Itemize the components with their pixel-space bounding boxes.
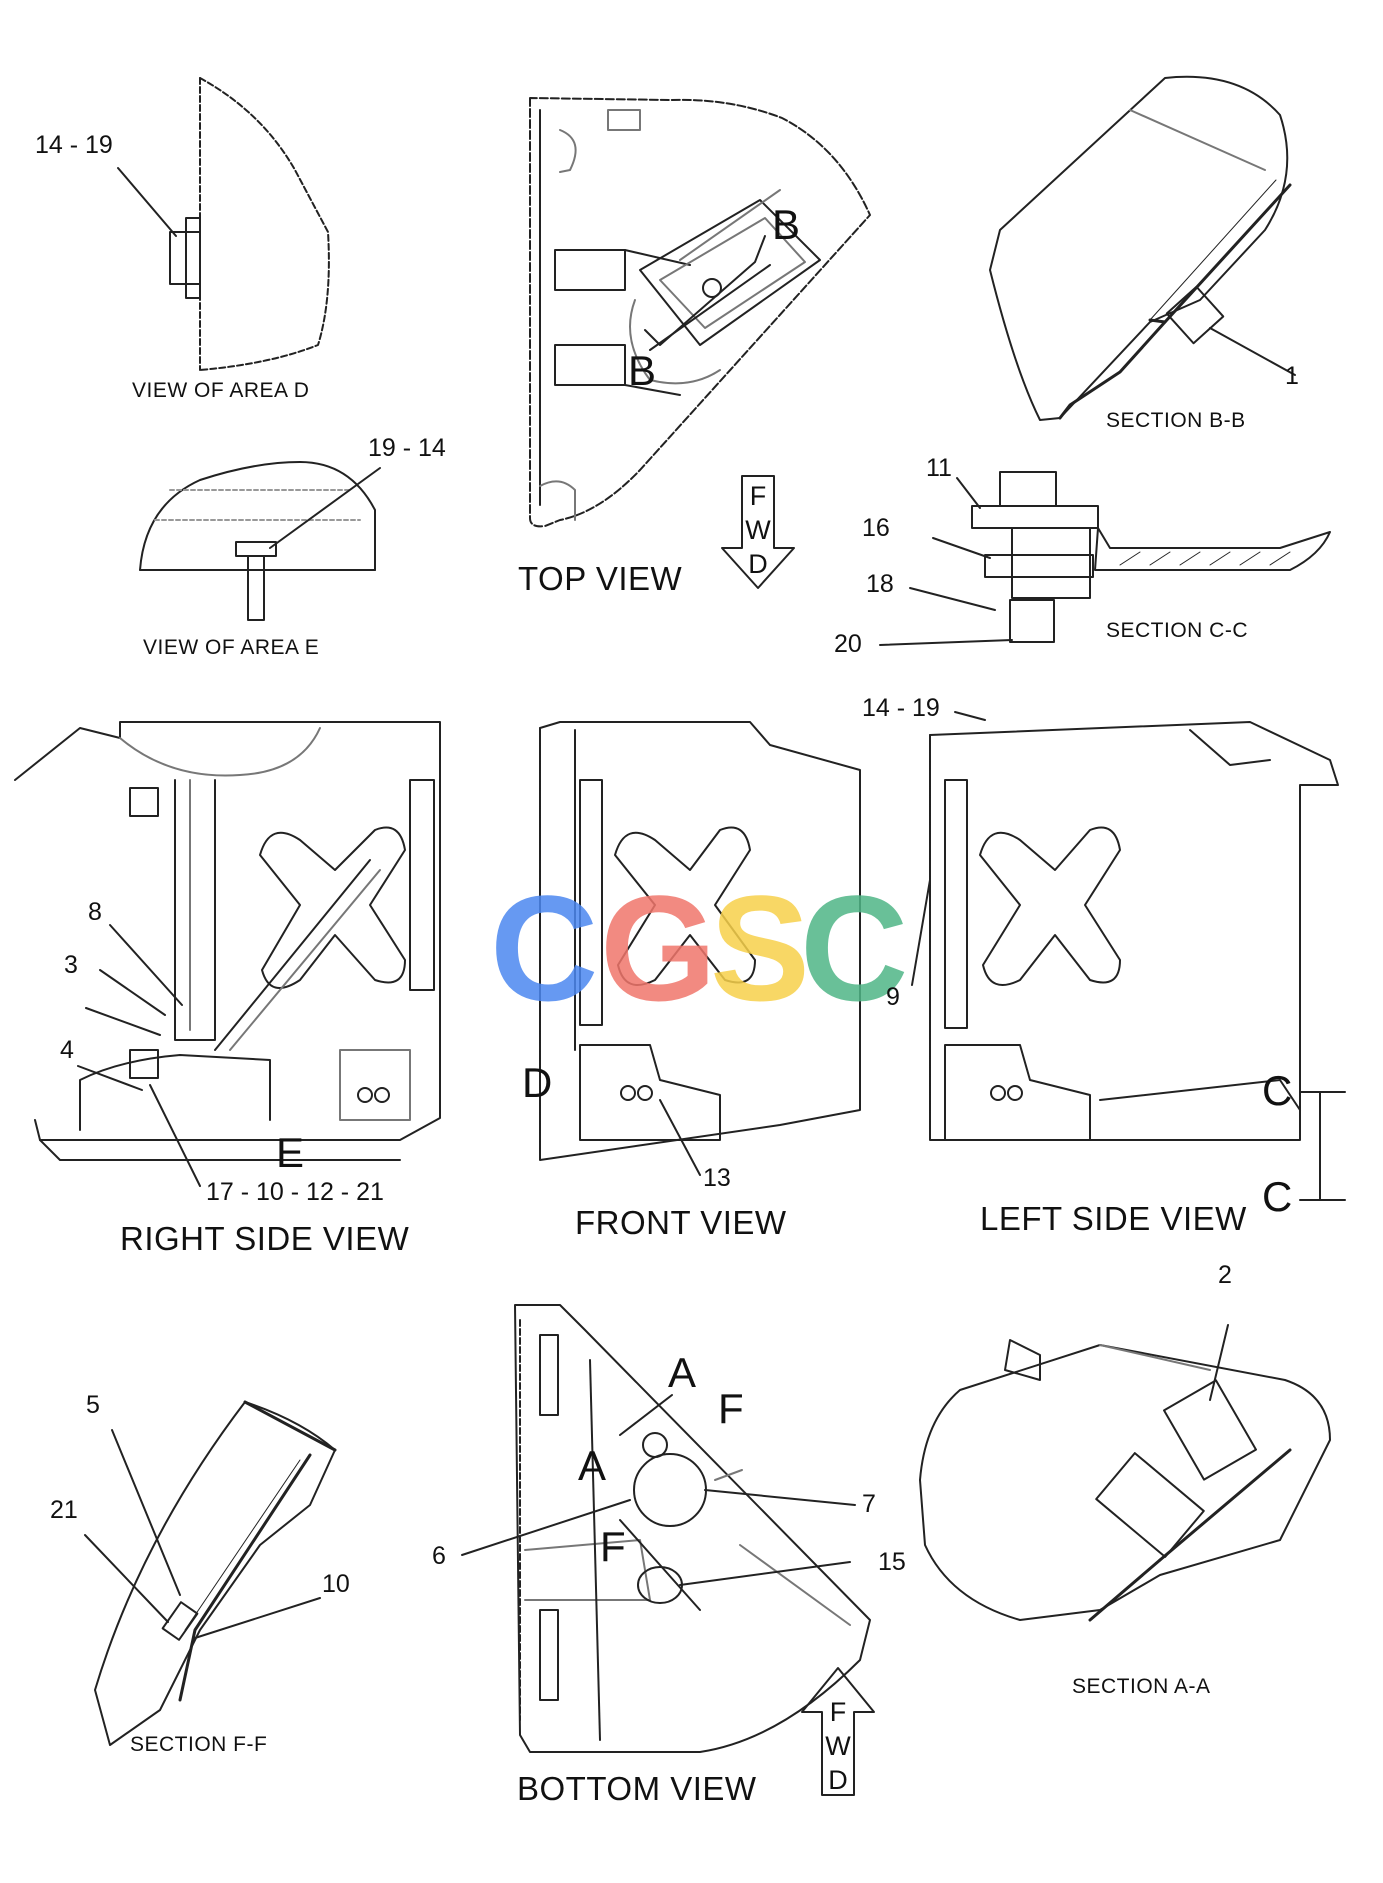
watermark-letter: S [710, 864, 810, 1032]
caption-section-ff: SECTION F-F [130, 1733, 268, 1756]
caption-bottom-view: BOTTOM VIEW [517, 1770, 757, 1807]
callout-10: 10 [322, 1570, 350, 1598]
fwd-letter: D [748, 549, 768, 579]
callout-15: 15 [878, 1548, 906, 1576]
callout-18: 18 [866, 570, 894, 598]
fwd-arrow-top [721, 475, 795, 589]
section-bb-drawing [989, 75, 1296, 421]
section-mark-f-lower: F [600, 1523, 626, 1570]
fwd-letter: W [825, 1731, 851, 1761]
caption-left-side-view: LEFT SIDE VIEW [980, 1200, 1247, 1237]
section-mark-a-lower: A [578, 1442, 607, 1489]
section-mark-b-lower: B [628, 347, 657, 394]
area-mark-d: D [522, 1059, 553, 1106]
watermark-letter: G [600, 864, 717, 1032]
callout-11: 11 [926, 454, 952, 482]
section-mark-f-upper: F [718, 1385, 744, 1432]
watermark: C G S C [490, 864, 908, 1032]
watermark-letter: C [800, 864, 908, 1032]
section-mark-c-upper: C [1262, 1067, 1293, 1114]
caption-right-side-view: RIGHT SIDE VIEW [120, 1220, 410, 1257]
callout-20: 20 [834, 630, 862, 658]
section-cc-drawing [879, 471, 1331, 646]
callout-13: 13 [703, 1164, 731, 1192]
callout-21: 21 [50, 1496, 78, 1524]
fwd-letter: W [745, 515, 771, 545]
caption-view-area-d: VIEW OF AREA D [132, 379, 310, 402]
caption-front-view: FRONT VIEW [575, 1204, 787, 1241]
callout-17-10-12-21: 17 - 10 - 12 - 21 [206, 1178, 384, 1206]
caption-section-bb: SECTION B-B [1106, 409, 1246, 432]
section-ff-drawing [84, 1400, 337, 1746]
section-mark-a-upper: A [668, 1349, 697, 1396]
caption-section-aa: SECTION A-A [1072, 1675, 1211, 1698]
callout-5: 5 [86, 1391, 100, 1419]
fwd-letter: F [829, 1697, 847, 1727]
bottom-view-drawing [461, 1304, 871, 1753]
callout-9: 9 [886, 983, 900, 1011]
front-view-drawing [539, 721, 861, 1176]
fwd-letter: F [749, 481, 767, 511]
fwd-letter: D [828, 1765, 848, 1795]
callout-14-19-left: 14 - 19 [862, 694, 940, 722]
callout-3: 3 [64, 951, 78, 979]
caption-section-cc: SECTION C-C [1106, 619, 1248, 642]
view-area-d-drawing [117, 77, 330, 371]
section-mark-c-lower: C [1262, 1173, 1293, 1220]
section-mark-b-upper: B [772, 201, 801, 248]
caption-top-view: TOP VIEW [518, 560, 683, 597]
callout-2: 2 [1218, 1261, 1232, 1289]
callout-1: 1 [1285, 362, 1299, 390]
fwd-arrow-bottom [801, 1667, 875, 1796]
right-side-view-drawing [14, 721, 441, 1187]
view-area-e-drawing [139, 461, 381, 621]
caption-view-area-e: VIEW OF AREA E [143, 636, 320, 659]
callout-16: 16 [862, 514, 890, 542]
section-aa-drawing [919, 1324, 1331, 1622]
callout-7: 7 [862, 1490, 876, 1518]
callout-19-14-area-e: 19 - 14 [368, 434, 446, 462]
watermark-letter: C [490, 864, 598, 1032]
callout-8: 8 [88, 898, 102, 926]
callout-14-19-area-d: 14 - 19 [35, 131, 113, 159]
callout-4: 4 [60, 1036, 74, 1064]
left-side-view-drawing [911, 711, 1346, 1201]
callout-6: 6 [432, 1542, 446, 1570]
top-view-drawing [529, 97, 871, 528]
area-mark-e: E [276, 1129, 305, 1176]
